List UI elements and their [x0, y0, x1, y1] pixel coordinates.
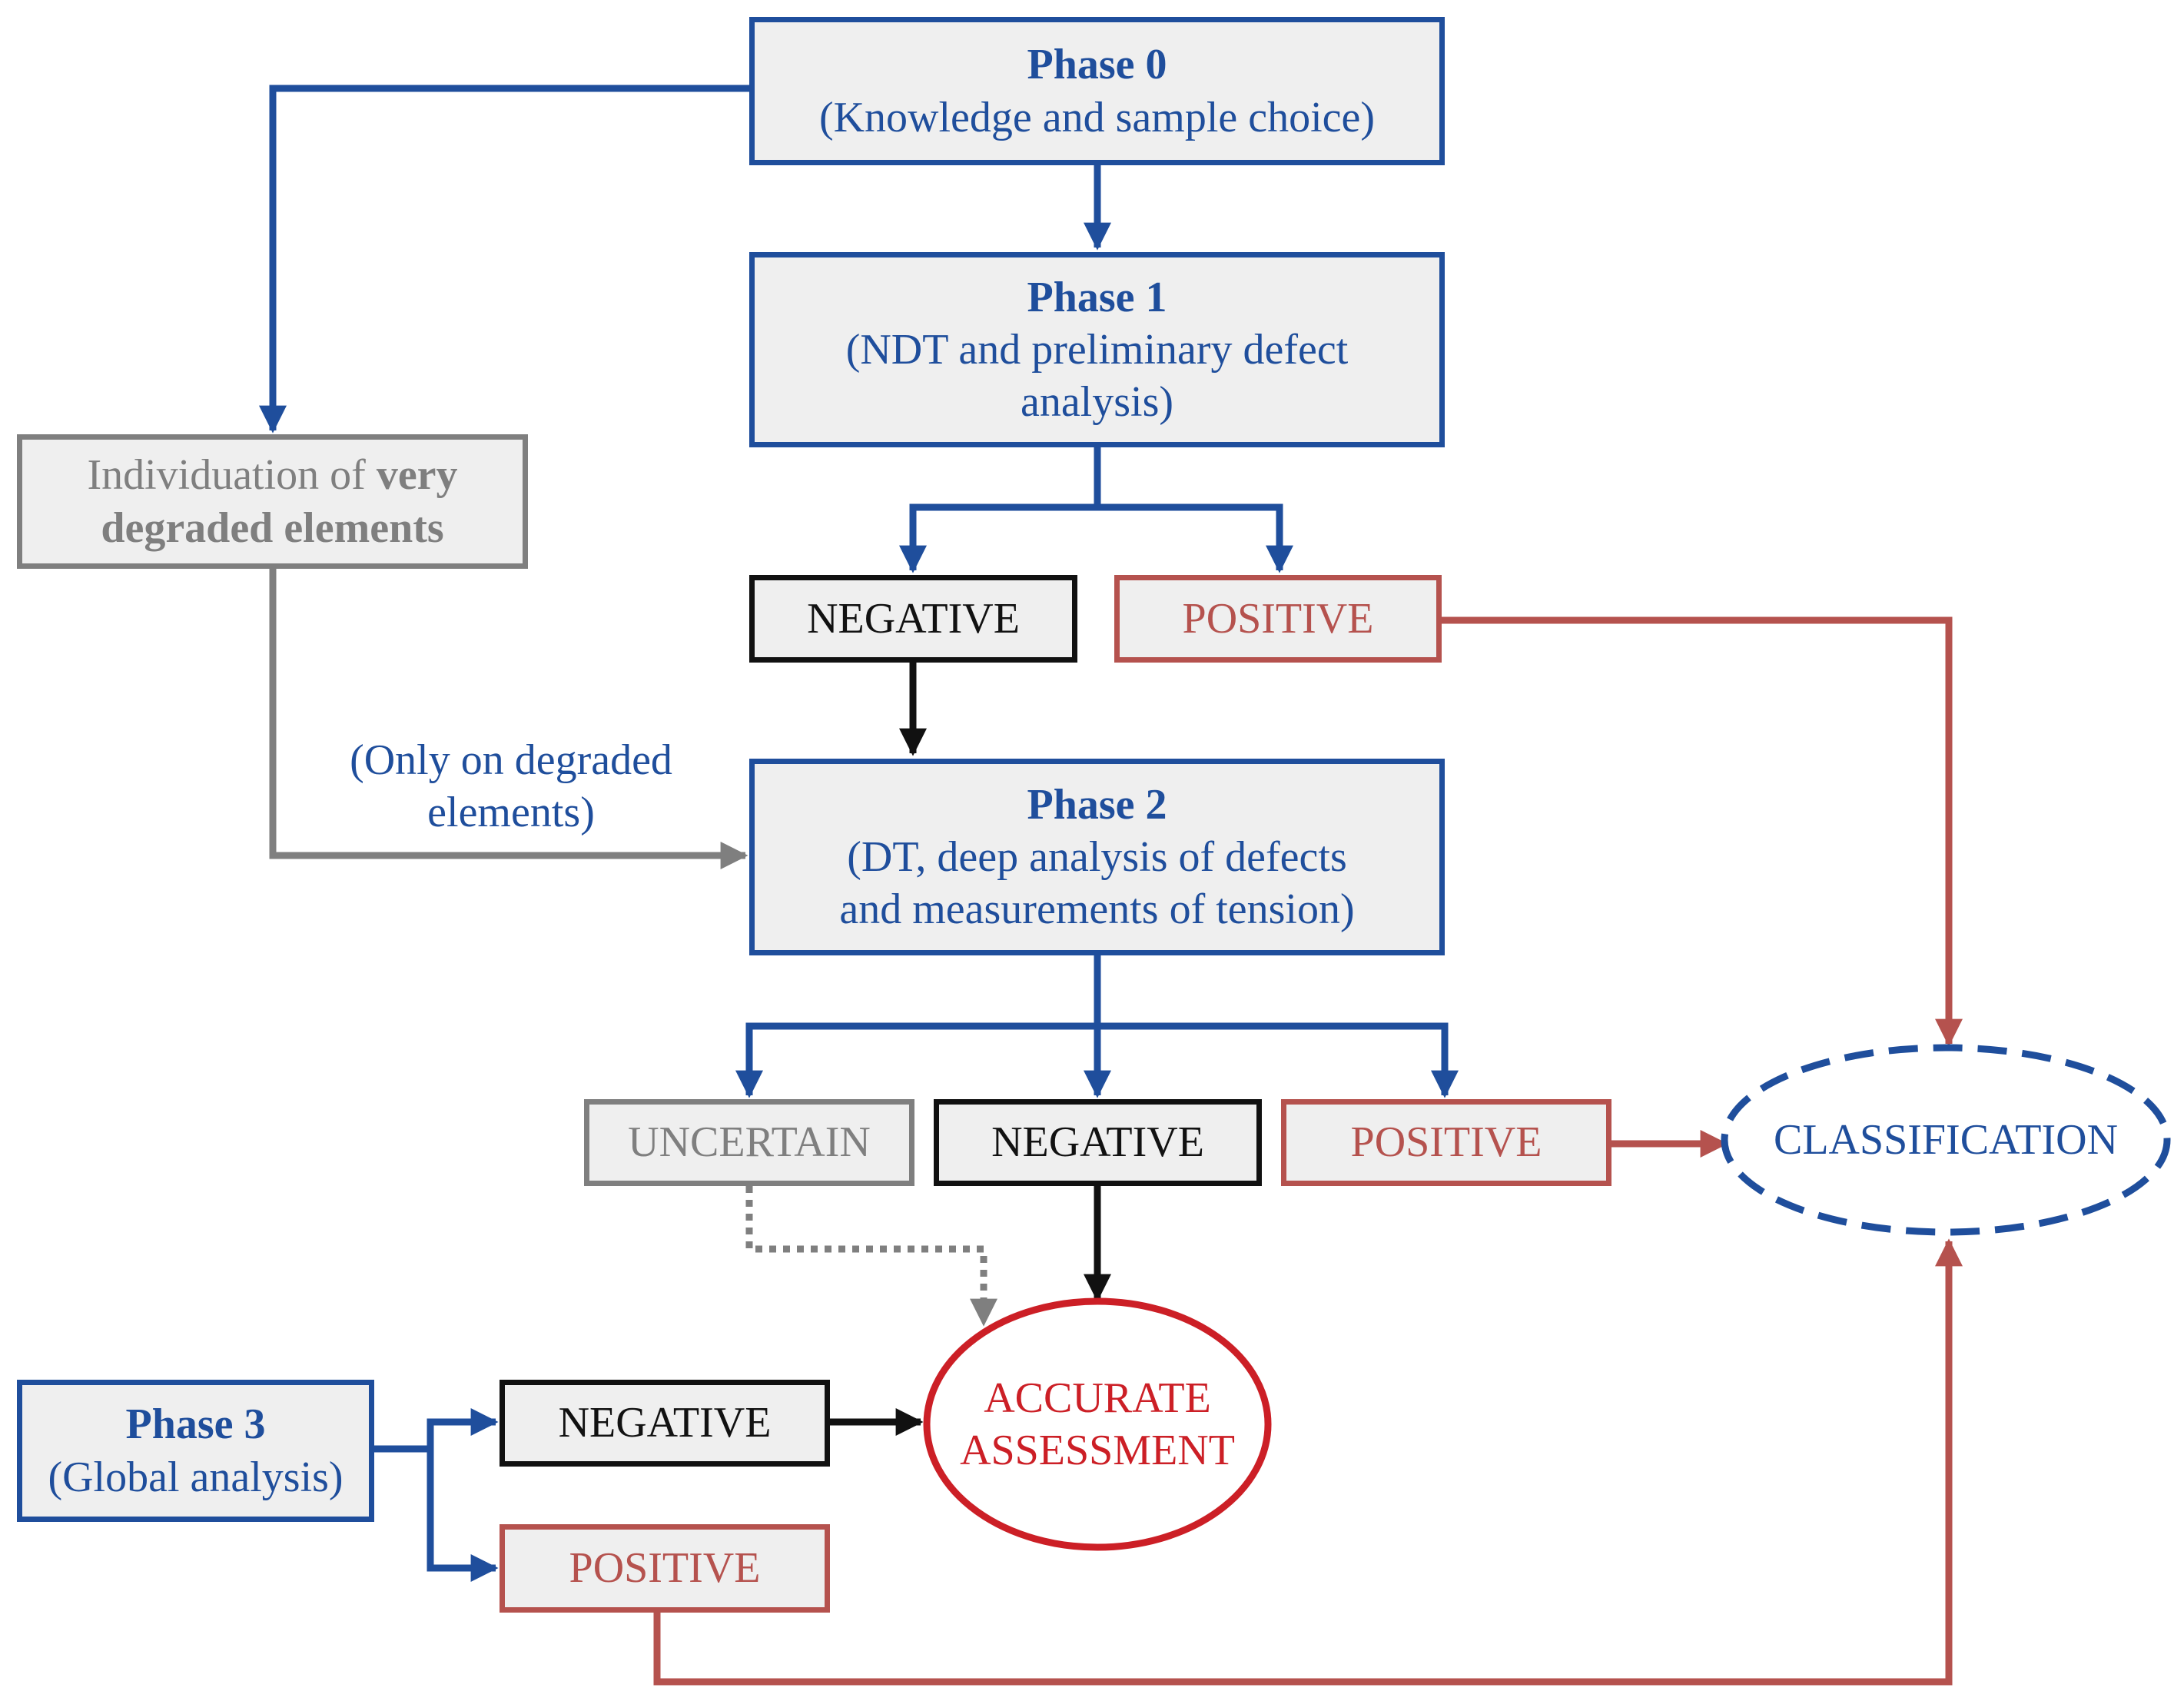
only-degraded-line1: (Only on degraded — [350, 736, 672, 784]
arrow-phase3-to-negative — [427, 1408, 499, 1449]
phase0-box: Phase 0 (Knowledge and sample choice) — [749, 17, 1445, 165]
arrow-positive-to-classification — [1442, 616, 1963, 1047]
negative-label-phase1: NEGATIVE — [807, 594, 1020, 643]
phase3-box: Phase 3 (Global analysis) — [17, 1380, 374, 1522]
phase0-subtitle: (Knowledge and sample choice) — [818, 93, 1376, 141]
classification-label: CLASSIFICATION — [1773, 1115, 2119, 1164]
negative-box-phase1: NEGATIVE — [749, 575, 1077, 663]
accurate-assessment-node: ACCURATE ASSESSMENT — [927, 1301, 1268, 1547]
negative-box-phase2: NEGATIVE — [934, 1099, 1262, 1186]
individuation-line2: degraded elements — [101, 503, 444, 552]
arrow-phase2-to-positive — [1097, 1022, 1459, 1098]
phase0-title: Phase 0 — [1027, 41, 1167, 89]
accurate-line2: ASSESSMENT — [960, 1427, 1235, 1474]
classification-ellipse — [1721, 1044, 2171, 1236]
individuation-prefix: Individuation of — [87, 451, 377, 500]
positive-box-phase3: POSITIVE — [500, 1524, 830, 1613]
arrow-phase0-to-individuation — [259, 85, 753, 434]
individuation-bold1: very — [376, 451, 458, 500]
arrow-positive3-to-classification — [653, 1238, 1963, 1686]
uncertain-label: UNCERTAIN — [628, 1118, 871, 1167]
uncertain-box: UNCERTAIN — [584, 1099, 914, 1186]
arrow-individuation-to-phase2 — [269, 569, 748, 869]
arrow-phase3-to-positive — [427, 1449, 499, 1582]
positive-box-phase2: POSITIVE — [1281, 1099, 1611, 1186]
phase1-subtitle-line2: analysis) — [1020, 378, 1174, 427]
phase2-box: Phase 2 (DT, deep analysis of defects an… — [749, 759, 1445, 955]
individuation-box: Individuation of very degraded elements — [17, 434, 528, 569]
negative-box-phase3: NEGATIVE — [500, 1380, 830, 1467]
phase1-subtitle-line1: (NDT and preliminary defect — [845, 325, 1349, 374]
only-degraded-note: (Only on degraded elements) — [304, 734, 719, 839]
positive-label-phase3: POSITIVE — [569, 1544, 761, 1593]
phase2-title: Phase 2 — [1027, 780, 1167, 829]
phase3-subtitle: (Global analysis) — [48, 1453, 344, 1501]
phase3-title: Phase 3 — [125, 1400, 266, 1449]
negative-label-phase2: NEGATIVE — [991, 1118, 1204, 1167]
phase2-subtitle-line2: and measurements of tension) — [839, 885, 1355, 934]
positive-box-phase1: POSITIVE — [1114, 575, 1442, 663]
arrow-phase1-to-negative — [899, 503, 1097, 573]
negative-label-phase3: NEGATIVE — [558, 1399, 772, 1447]
phase2-subtitle-line1: (DT, deep analysis of defects — [847, 832, 1347, 881]
classification-node: CLASSIFICATION — [1724, 1048, 2167, 1232]
accurate-line1: ACCURATE — [984, 1374, 1211, 1422]
arrow-uncertain-to-accurate — [745, 1186, 997, 1327]
positive-label-phase2: POSITIVE — [1350, 1118, 1542, 1167]
positive-label-phase1: POSITIVE — [1182, 594, 1374, 643]
only-degraded-line2: elements) — [427, 789, 595, 837]
arrow-phase2-to-uncertain — [735, 1022, 1097, 1098]
arrow-phase1-to-positive — [1097, 503, 1293, 573]
individuation-line1: Individuation of very — [87, 449, 457, 501]
phase1-box: Phase 1 (NDT and preliminary defect anal… — [749, 252, 1445, 447]
phase1-title: Phase 1 — [1027, 273, 1167, 321]
accurate-assessment-ellipse — [923, 1297, 1272, 1551]
